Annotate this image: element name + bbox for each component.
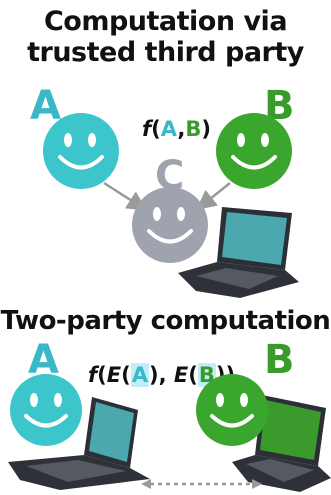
party-a-laptop-icon [8, 397, 150, 490]
third-party-c-face-icon [132, 187, 208, 263]
top-label-a: A [30, 83, 61, 129]
bottom-label-a: A [28, 337, 59, 383]
party-b-face-icon [216, 113, 292, 189]
bottom-party-b-face-icon [196, 374, 268, 446]
two-way-communication-arrow [141, 479, 262, 489]
party-a-face-icon [43, 113, 119, 189]
top-formula: f(A,B) [142, 117, 212, 141]
arrow-b-to-c [196, 182, 231, 211]
top-title: Computation via trusted third party [27, 6, 304, 68]
third-party-laptop-icon [178, 207, 299, 298]
arrow-a-to-c [103, 181, 148, 211]
bottom-label-b: B [264, 337, 295, 383]
bottom-party-a-face-icon [10, 374, 82, 446]
bottom-title: Two-party computation [0, 306, 331, 336]
